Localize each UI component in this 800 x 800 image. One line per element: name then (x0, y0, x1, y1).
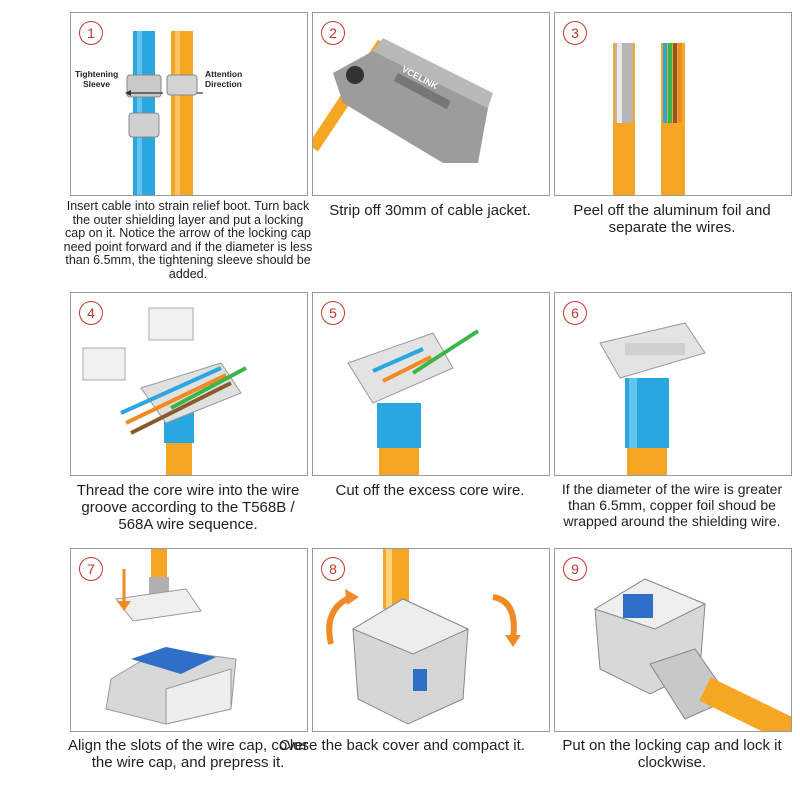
step-7-panel: 7 (70, 548, 308, 732)
step-number: 5 (321, 301, 345, 325)
step-1-panel: 1 Tightening Sleeve Attention Direction (70, 12, 308, 196)
step-2-caption: Strip off 30mm of cable jacket. (329, 202, 531, 219)
step-4-caption: Thread the core wire into the wire groov… (76, 482, 300, 533)
step-3-illustration (613, 43, 685, 195)
step-5-panel: 5 (312, 292, 550, 476)
step-6-illustration (599, 322, 706, 475)
step-number: 2 (321, 21, 345, 45)
step-3-caption: Peel off the aluminum foil and separate … (573, 202, 771, 236)
step-7-illustration (105, 549, 237, 725)
step-number: 1 (79, 21, 103, 45)
step-number: 6 (563, 301, 587, 325)
step-number: 3 (563, 21, 587, 45)
step-9-panel: 9 (554, 548, 792, 732)
step-7-caption: Align the slots of the wire cap, cover t… (67, 737, 309, 771)
step-9-illustration (593, 578, 791, 731)
step-6-caption: If the diameter of the wire is greater t… (561, 481, 783, 529)
step-8-panel: 8 (312, 548, 550, 732)
step-2-panel: 2 VCELINK (312, 12, 550, 196)
step-3-panel: 3 (554, 12, 792, 196)
label-attention-direction: Attention (205, 69, 242, 79)
step-4-panel: 4 (70, 292, 308, 476)
step-8-illustration (326, 549, 521, 725)
label-tightening-sleeve-2: Sleeve (83, 79, 110, 89)
step-5-caption: Cut off the excess core wire. (335, 482, 525, 499)
step-8-caption: Close the back cover and compact it. (279, 737, 525, 754)
step-number: 8 (321, 557, 345, 581)
step-1-illustration: Tightening Sleeve Attention Direction (75, 31, 242, 195)
step-6-panel: 6 (554, 292, 792, 476)
step-2-illustration: VCELINK (313, 38, 493, 163)
step-number: 7 (79, 557, 103, 581)
step-5-illustration (347, 329, 480, 475)
step-number: 9 (563, 557, 587, 581)
step-1-caption: Insert cable into strain relief boot. Tu… (63, 199, 313, 281)
step-number: 4 (79, 301, 103, 325)
step-4-illustration (82, 307, 247, 475)
label-tightening-sleeve: Tightening (75, 69, 118, 79)
step-9-caption: Put on the locking cap and lock it clock… (562, 737, 782, 771)
label-attention-direction-2: Direction (205, 79, 242, 89)
